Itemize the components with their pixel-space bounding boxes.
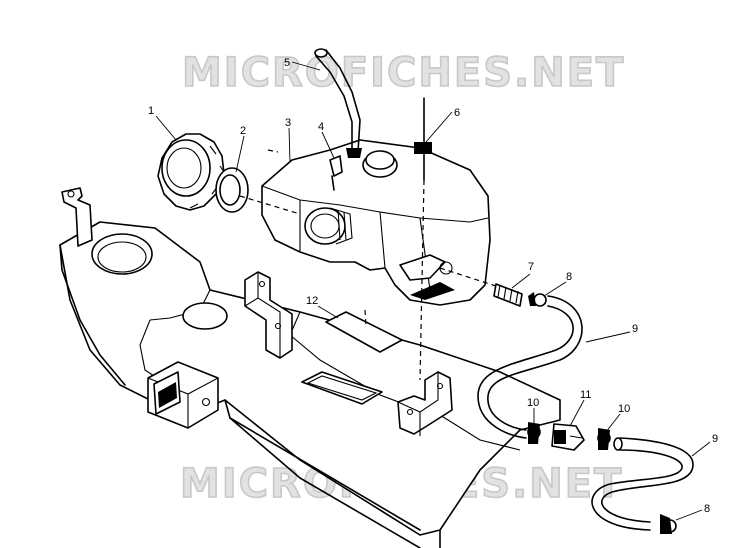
fuel-fitting-part-7 — [493, 283, 523, 307]
clamp-part-10-right — [597, 428, 611, 450]
callout-3: 3 — [285, 117, 291, 163]
svg-text:MICROFICHES.NET: MICROFICHES.NET — [182, 50, 625, 96]
callout-6: 6 — [425, 107, 460, 143]
fuel-hose-part-9-lower — [591, 437, 694, 531]
svg-text:8: 8 — [566, 271, 572, 283]
fuel-filter-part-11 — [551, 423, 585, 451]
svg-text:6: 6 — [454, 107, 460, 119]
clamp-part-8-bottom — [660, 514, 677, 534]
callout-11: 11 — [569, 389, 591, 427]
svg-text:9: 9 — [712, 433, 718, 445]
mount-bracket-right — [397, 371, 453, 436]
callout-8-bottom: 8 — [675, 503, 710, 521]
callout-10-right: 10 — [605, 403, 630, 433]
svg-text:4: 4 — [318, 121, 324, 133]
callout-4: 4 — [318, 121, 335, 159]
svg-text:10: 10 — [527, 397, 539, 409]
watermark-top: MICROFICHES.NET MICROFICHES.NET — [181, 49, 625, 97]
frame — [59, 187, 561, 548]
fuel-gauge-rod-part-6 — [414, 97, 432, 181]
pad-part-12 — [325, 311, 403, 353]
svg-text:9: 9 — [632, 323, 638, 335]
svg-text:2: 2 — [240, 125, 246, 137]
svg-text:8: 8 — [704, 503, 710, 515]
svg-text:7: 7 — [528, 261, 534, 273]
callout-5: 5 — [284, 57, 321, 71]
callout-2: 2 — [235, 125, 246, 173]
callout-10-left: 10 — [527, 397, 539, 426]
callout-1: 1 — [148, 105, 177, 141]
callout-9-lower: 9 — [691, 433, 718, 457]
clamp-part-10-left — [527, 422, 541, 444]
svg-text:10: 10 — [618, 403, 630, 415]
fuel-hose-part-9-upper — [477, 295, 583, 439]
callout-12: 12 — [306, 295, 339, 319]
svg-text:5: 5 — [284, 57, 290, 69]
vent-fitting-part-4 — [329, 155, 343, 191]
fuel-cap-part-1 — [157, 133, 225, 211]
assembly-lines — [239, 149, 497, 381]
svg-text:1: 1 — [148, 105, 154, 117]
svg-text:MICROFICHES.NET: MICROFICHES.NET — [182, 50, 625, 96]
callout-7: 7 — [511, 261, 534, 289]
cap-gasket-part-2 — [215, 167, 249, 213]
svg-text:12: 12 — [306, 295, 318, 307]
svg-text:3: 3 — [285, 117, 291, 129]
mount-bracket-middle — [244, 271, 293, 359]
callout-8-top: 8 — [543, 271, 572, 297]
clamp-part-8-top — [528, 292, 547, 307]
fuel-tank-part-3 — [261, 139, 491, 306]
callout-9-upper: 9 — [585, 323, 638, 343]
svg-text:11: 11 — [580, 389, 591, 401]
vent-hose-part-5 — [314, 48, 362, 158]
